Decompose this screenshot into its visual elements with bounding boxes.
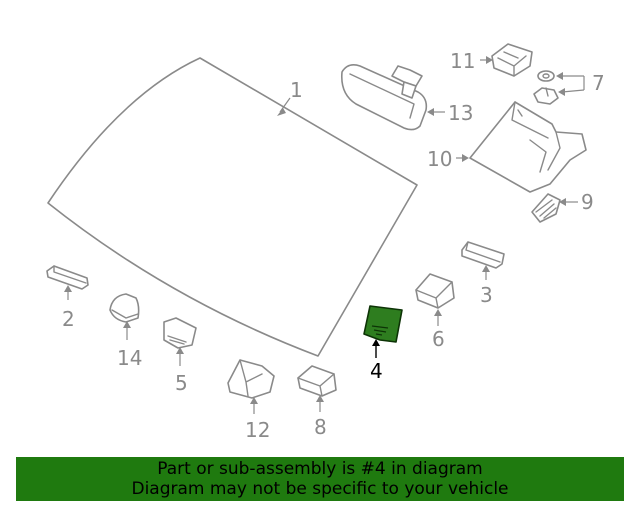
parts-diagram: 1 2 14 5 12 8 [46,43,605,442]
callout-12: 12 [245,418,270,442]
part-2-strip[interactable] [46,265,89,300]
part-11-sensor-housing[interactable] [480,43,533,77]
callout-4: 4 [370,359,383,383]
callout-6: 6 [432,327,445,351]
callout-10: 10 [427,147,452,171]
part-6-housing[interactable] [415,273,455,326]
part-9-clip[interactable] [531,193,578,223]
part-13-mirror[interactable] [340,64,445,131]
part-8-sensor[interactable] [297,365,337,412]
part-4-module-highlighted[interactable] [363,305,403,358]
banner-line-part-number: Part or sub-assembly is #4 in diagram [157,459,483,479]
part-3-strip[interactable] [461,241,505,280]
callout-1: 1 [290,78,303,102]
part-10-bracket-cover[interactable] [456,101,587,193]
part-5-bracket[interactable] [163,317,197,366]
callout-7: 7 [592,71,605,95]
callout-5: 5 [175,371,188,395]
callout-3: 3 [480,283,493,307]
part-1-windshield[interactable] [47,57,418,357]
part-7-clips[interactable] [533,70,585,105]
callout-13: 13 [448,101,473,125]
part-14-cap[interactable] [109,293,140,340]
callout-14: 14 [117,346,142,370]
part-info-banner: Part or sub-assembly is #4 in diagram Di… [16,457,624,501]
callout-9: 9 [581,190,594,214]
part-12-mount[interactable] [227,359,275,414]
callout-11: 11 [450,49,475,73]
callout-2: 2 [62,307,75,331]
callout-8: 8 [314,415,327,439]
banner-line-disclaimer: Diagram may not be specific to your vehi… [131,479,509,499]
